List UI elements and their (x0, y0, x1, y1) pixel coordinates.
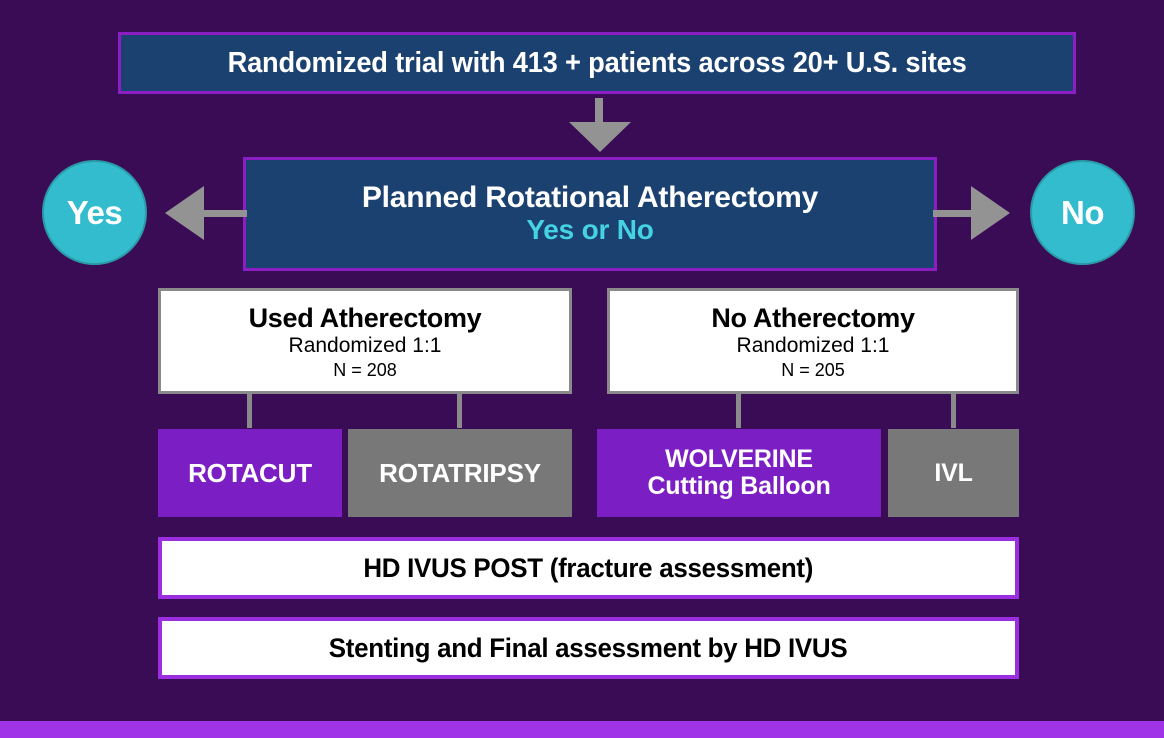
connector-ivl (951, 394, 956, 428)
arm-randomization: Randomized 1:1 (288, 334, 442, 358)
arm-title: Used Atherectomy (248, 302, 482, 333)
treatment-label: ROTACUT (188, 457, 312, 488)
arm-sample-size: N = 208 (333, 359, 397, 380)
treatment-box-wolverine: WOLVERINE Cutting Balloon (597, 429, 881, 517)
treatment-box-rotacut: ROTACUT (158, 429, 342, 517)
arm-title: No Atherectomy (711, 302, 915, 333)
decision-question-text: Planned Rotational Atherectomy (361, 181, 819, 215)
arm-sample-size: N = 205 (781, 359, 845, 380)
treatment-label: WOLVERINE Cutting Balloon (647, 445, 831, 500)
decision-options-text: Yes or No (526, 213, 654, 245)
footer-step-hd-ivus-post: HD IVUS POST (fracture assessment) (158, 537, 1019, 599)
treatment-box-ivl: IVL (888, 429, 1019, 517)
decision-box: Planned Rotational Atherectomy Yes or No (243, 157, 937, 271)
connector-wolverine (736, 394, 741, 428)
footer-step-label: Stenting and Final assessment by HD IVUS (329, 632, 848, 663)
branch-no-label: No (1061, 193, 1105, 231)
footer-step-stenting: Stenting and Final assessment by HD IVUS (158, 617, 1019, 679)
branch-yes-label: Yes (66, 193, 123, 231)
branch-no-circle: No (1030, 160, 1135, 265)
footer-step-label: HD IVUS POST (fracture assessment) (363, 552, 814, 583)
down-arrow-stem (595, 98, 603, 124)
branch-yes-circle: Yes (42, 160, 147, 265)
bottom-accent-bar (0, 721, 1164, 738)
yes-arrow-stem (203, 210, 247, 217)
treatment-label: IVL (934, 458, 973, 487)
connector-rotatripsy (457, 394, 462, 428)
down-arrow-icon (569, 122, 631, 152)
arrow-right-icon (971, 186, 1010, 240)
arrow-left-icon (165, 186, 204, 240)
arm-box-used-atherectomy: Used Atherectomy Randomized 1:1 N = 208 (158, 288, 572, 394)
treatment-label: ROTATRIPSY (379, 457, 541, 488)
treatment-box-rotatripsy: ROTATRIPSY (348, 429, 572, 517)
trial-title-box: Randomized trial with 413 + patients acr… (118, 32, 1076, 94)
arm-randomization: Randomized 1:1 (736, 334, 890, 358)
arm-box-no-atherectomy: No Atherectomy Randomized 1:1 N = 205 (607, 288, 1019, 394)
trial-title-text: Randomized trial with 413 + patients acr… (227, 46, 967, 79)
connector-rotacut (247, 394, 252, 428)
no-arrow-stem (933, 210, 977, 217)
